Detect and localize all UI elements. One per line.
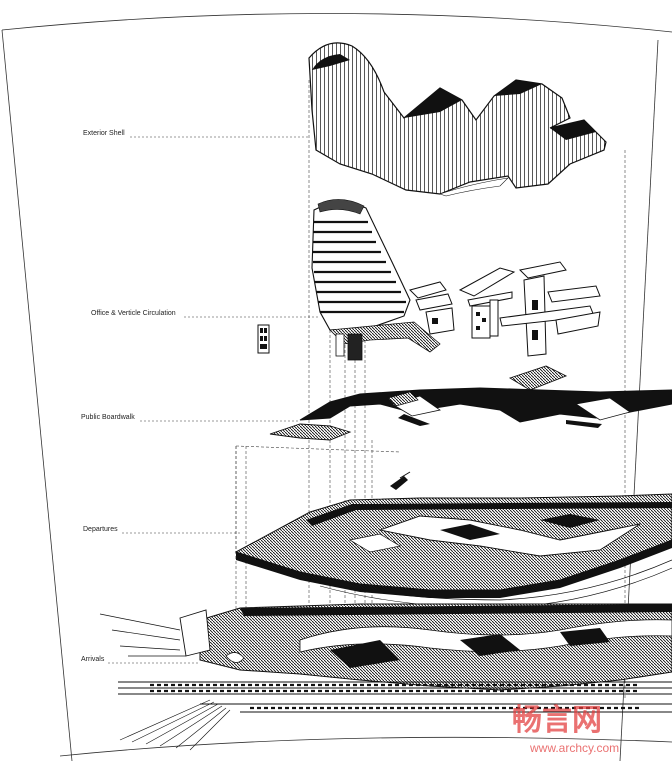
site-watermark: 畅言网 www.archcy.com	[512, 703, 619, 755]
office-tower-layer	[257, 199, 601, 361]
public-boardwalk-layer	[269, 365, 672, 441]
watermark-url: www.archcy.com	[529, 741, 619, 755]
arrivals-layer	[99, 603, 672, 751]
label-exterior-shell: Exterior Shell	[83, 130, 125, 137]
label-public-boardwalk: Public Boardwalk	[81, 414, 135, 421]
exterior-shell-layer	[308, 42, 607, 197]
label-office-circulation: Office & Verticle Circulation	[91, 310, 176, 317]
layer-labels: Exterior Shell Office & Verticle Circula…	[81, 130, 176, 663]
departures-layer	[234, 471, 672, 609]
leader-lines	[108, 136, 320, 664]
label-departures: Departures	[83, 526, 118, 533]
label-arrivals: Arrivals	[81, 656, 105, 663]
watermark-site-name: 畅言网	[512, 703, 602, 738]
